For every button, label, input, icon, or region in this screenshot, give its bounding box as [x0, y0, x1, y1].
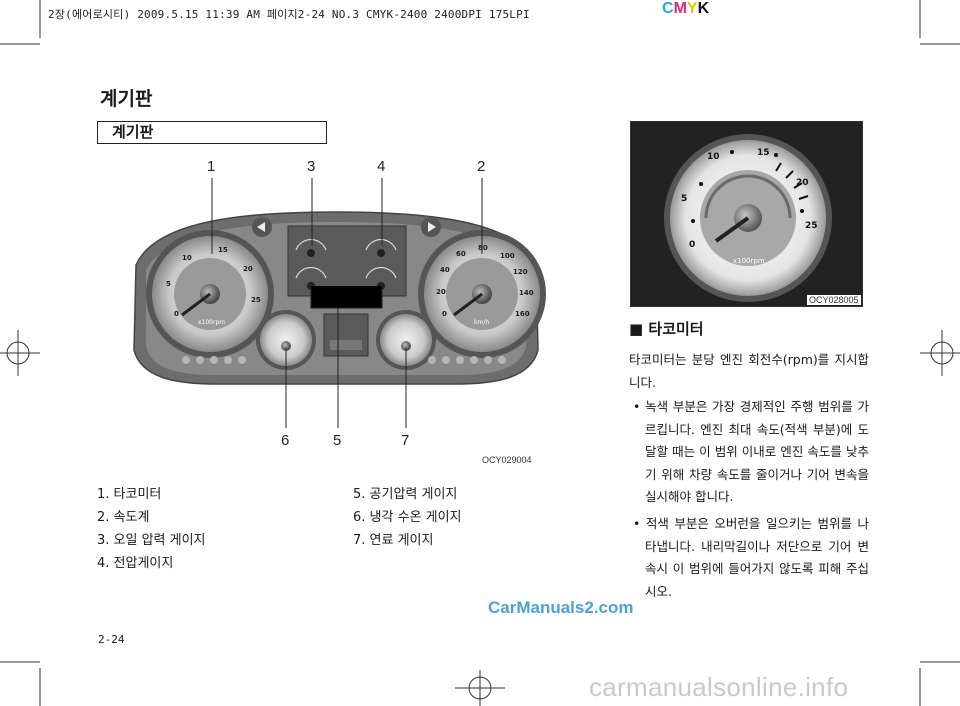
tachometer-illustration: [664, 134, 832, 302]
cmyk-c: C: [662, 0, 674, 17]
cluster-caption: OCY029004: [482, 455, 532, 465]
tacho-unit: x100rpm: [198, 319, 226, 326]
section-title: 계기판: [97, 121, 327, 144]
tacho-label-0: 0: [174, 310, 179, 318]
tacho-label-10: 10: [182, 254, 192, 262]
speedo-label-40: 40: [440, 266, 450, 274]
footer-watermark: carmanualsonline.info: [589, 672, 849, 702]
callout-4: 4: [377, 158, 386, 175]
callout-6: 6: [281, 432, 290, 449]
speedo-label-0: 0: [442, 310, 447, 318]
cmyk-label: CMYK: [662, 0, 709, 18]
speedo-label-100: 100: [500, 252, 515, 260]
callout-7: 7: [401, 432, 410, 449]
callout-2: 2: [477, 158, 486, 175]
tachometer-figure: 0 5 10 15 20 25 x100rpm OCY028005: [630, 121, 863, 307]
tacho-label-25: 25: [251, 296, 261, 304]
tacho-label-5: 5: [166, 280, 171, 288]
bullet-red-range: • 적색 부분은 오버런을 일으키는 범위를 나타냅니다. 내리막길이나 저단으…: [633, 516, 869, 599]
tacho-fig-label-15: 15: [757, 148, 770, 158]
legend-item: 3. 오일 압력 게이지: [97, 533, 206, 548]
tacho-fig-label-20: 20: [796, 178, 809, 188]
speedo-label-60: 60: [456, 250, 466, 258]
bullet-green-range: • 녹색 부분은 가장 경제적인 주행 범위를 가르킵니다. 엔진 최대 속도(…: [633, 399, 869, 504]
speedo-label-80: 80: [478, 244, 488, 252]
legend-item: 7. 연료 게이지: [353, 533, 434, 548]
print-header: 2장(에어로시티) 2009.5.15 11:39 AM 페이지2-24 NO.…: [48, 8, 530, 21]
tacho-fig-label-0: 0: [689, 240, 696, 250]
callout-1: 1: [207, 158, 216, 175]
speedo-label-140: 140: [519, 289, 534, 297]
legend-item: 6. 냉각 수온 게이지: [353, 510, 462, 525]
cmyk-m: M: [673, 0, 687, 17]
tacho-fig-unit: x100rpm: [733, 257, 765, 265]
speedo-label-120: 120: [513, 268, 528, 276]
legend-item: 2. 속도계: [97, 510, 150, 525]
legend-right: 5. 공기압력 게이지 6. 냉각 수온 게이지 7. 연료 게이지: [353, 483, 462, 552]
legend-item: 4. 전압게이지: [97, 556, 174, 571]
speedo-unit: km/h: [474, 319, 490, 326]
callout-3: 3: [307, 158, 316, 175]
tacho-caption: OCY028005: [807, 295, 861, 305]
legend-item: 1. 타코미터: [97, 487, 162, 502]
cmyk-k: K: [697, 0, 710, 17]
page-title: 계기판: [100, 88, 153, 110]
instrument-cluster-figure: 1 3 4 2 6 5 7 0 5 10 15 20 25 x100rpm 0 …: [126, 150, 546, 470]
tacho-label-15: 15: [218, 246, 228, 254]
callout-5: 5: [333, 432, 342, 449]
page-number: 2-24: [98, 633, 125, 646]
instrument-cluster-illustration: [133, 178, 546, 428]
tachometer-heading: ■ 타코미터: [629, 320, 704, 338]
tacho-fig-label-25: 25: [805, 221, 818, 231]
speedo-label-160: 160: [515, 310, 530, 318]
tacho-fig-label-10: 10: [707, 152, 720, 162]
cmyk-y: Y: [686, 0, 698, 17]
site-watermark: CarManuals2.com: [488, 598, 634, 617]
legend-item: 5. 공기압력 게이지: [353, 487, 458, 502]
tachometer-description: 타코미터는 분당 엔진 회전수(rpm)를 지시합니다.: [629, 352, 869, 390]
tacho-label-20: 20: [243, 265, 253, 273]
legend-left: 1. 타코미터 2. 속도계 3. 오일 압력 게이지 4. 전압게이지: [97, 483, 206, 575]
tacho-fig-label-5: 5: [681, 194, 688, 204]
speedo-label-20: 20: [436, 288, 446, 296]
